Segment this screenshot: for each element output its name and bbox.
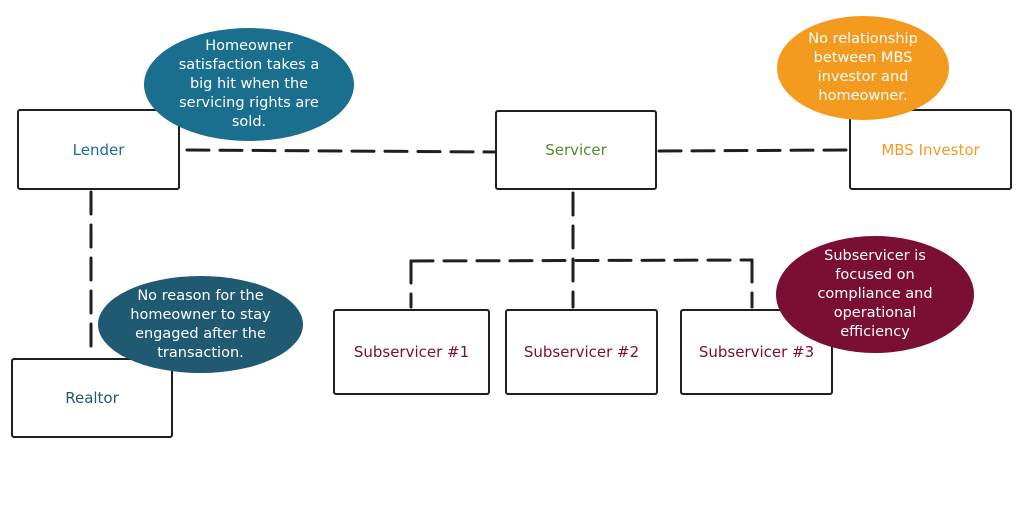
subservicer-branch-bus xyxy=(409,258,754,263)
subservicer2-node: Subservicer #2 xyxy=(505,309,658,395)
lender-node: Lender xyxy=(17,109,180,190)
investor-callout-bubble: No relationship between MBS investor and… xyxy=(777,16,949,120)
realtor-callout-text: No reason for the homeowner to stay enga… xyxy=(130,287,271,361)
subservicer1-label: Subservicer #1 xyxy=(353,343,470,361)
lender-callout-bubble: Homeowner satisfaction takes a big hit w… xyxy=(144,28,354,141)
realtor-callout-bubble: No reason for the homeowner to stay enga… xyxy=(98,276,303,373)
mbs-investor-label: MBS Investor xyxy=(881,140,980,159)
subservicer3-label: Subservicer #3 xyxy=(698,343,815,361)
lender-label: Lender xyxy=(72,140,125,159)
subservicer2-label: Subservicer #2 xyxy=(523,343,640,361)
servicer-label: Servicer xyxy=(545,141,607,159)
servicer-investor-connector xyxy=(657,148,850,153)
subservicer1-node: Subservicer #1 xyxy=(333,309,490,395)
lender-servicer-connector xyxy=(185,148,496,154)
mbs-investor-node: MBS Investor xyxy=(849,109,1012,190)
lender-callout-text: Homeowner satisfaction takes a big hit w… xyxy=(178,38,320,130)
realtor-node: Realtor xyxy=(11,358,173,438)
realtor-label: Realtor xyxy=(65,389,119,407)
subservicer-callout-bubble: Subservicer is focused on compliance and… xyxy=(776,236,974,353)
investor-callout-text: No relationship between MBS investor and… xyxy=(808,31,918,104)
servicer-node: Servicer xyxy=(495,110,657,190)
subservicer-callout-text: Subservicer is focused on compliance and… xyxy=(817,248,933,340)
